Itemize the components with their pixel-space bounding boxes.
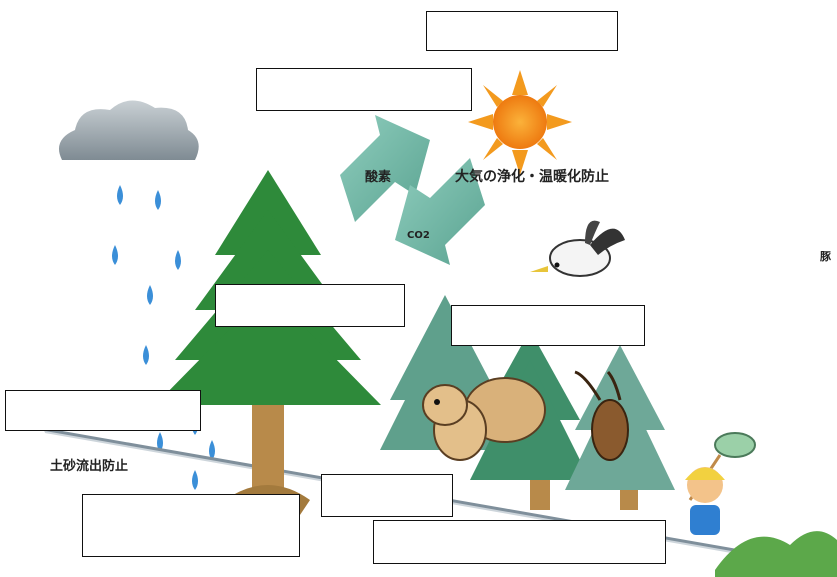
blank-label-box-2 [256,68,472,111]
blank-label-box-1 [426,11,618,51]
sun-icon [468,70,572,175]
blank-label-box-7 [82,494,300,557]
raindrop-icon [147,285,153,305]
grass-patch [715,531,837,577]
large-conifer-tree [155,170,381,515]
blank-label-box-8 [373,520,666,564]
blank-label-box-3 [215,284,405,327]
rain-cloud-icon [58,100,199,160]
bird-icon [530,220,625,277]
blank-label-box-5 [5,390,201,431]
blank-label-box-6 [321,474,453,517]
air-purification-label: 大気の浄化・温暖化防止 [455,169,609,185]
raindrop-icon [117,185,123,205]
raindrop-icon [143,345,149,365]
co2-label: CO2 [407,230,430,241]
chipmunk-icon [422,377,546,461]
raindrop-icon [209,440,215,460]
soil-erosion-prevention-label: 土砂流出防止 [50,459,129,474]
raindrop-icon [157,432,163,452]
blank-label-box-4 [451,305,645,346]
raindrop-icon [192,470,198,490]
stag-beetle-icon [574,370,629,461]
child-with-net-icon [685,432,756,535]
raindrop-icon [175,250,181,270]
cut-off-label: 豚 [820,250,831,263]
raindrop-icon [112,245,118,265]
oxygen-co2-exchange-arrows [340,115,485,265]
raindrop-icon [155,190,161,210]
oxygen-label: 酸素 [365,170,392,185]
